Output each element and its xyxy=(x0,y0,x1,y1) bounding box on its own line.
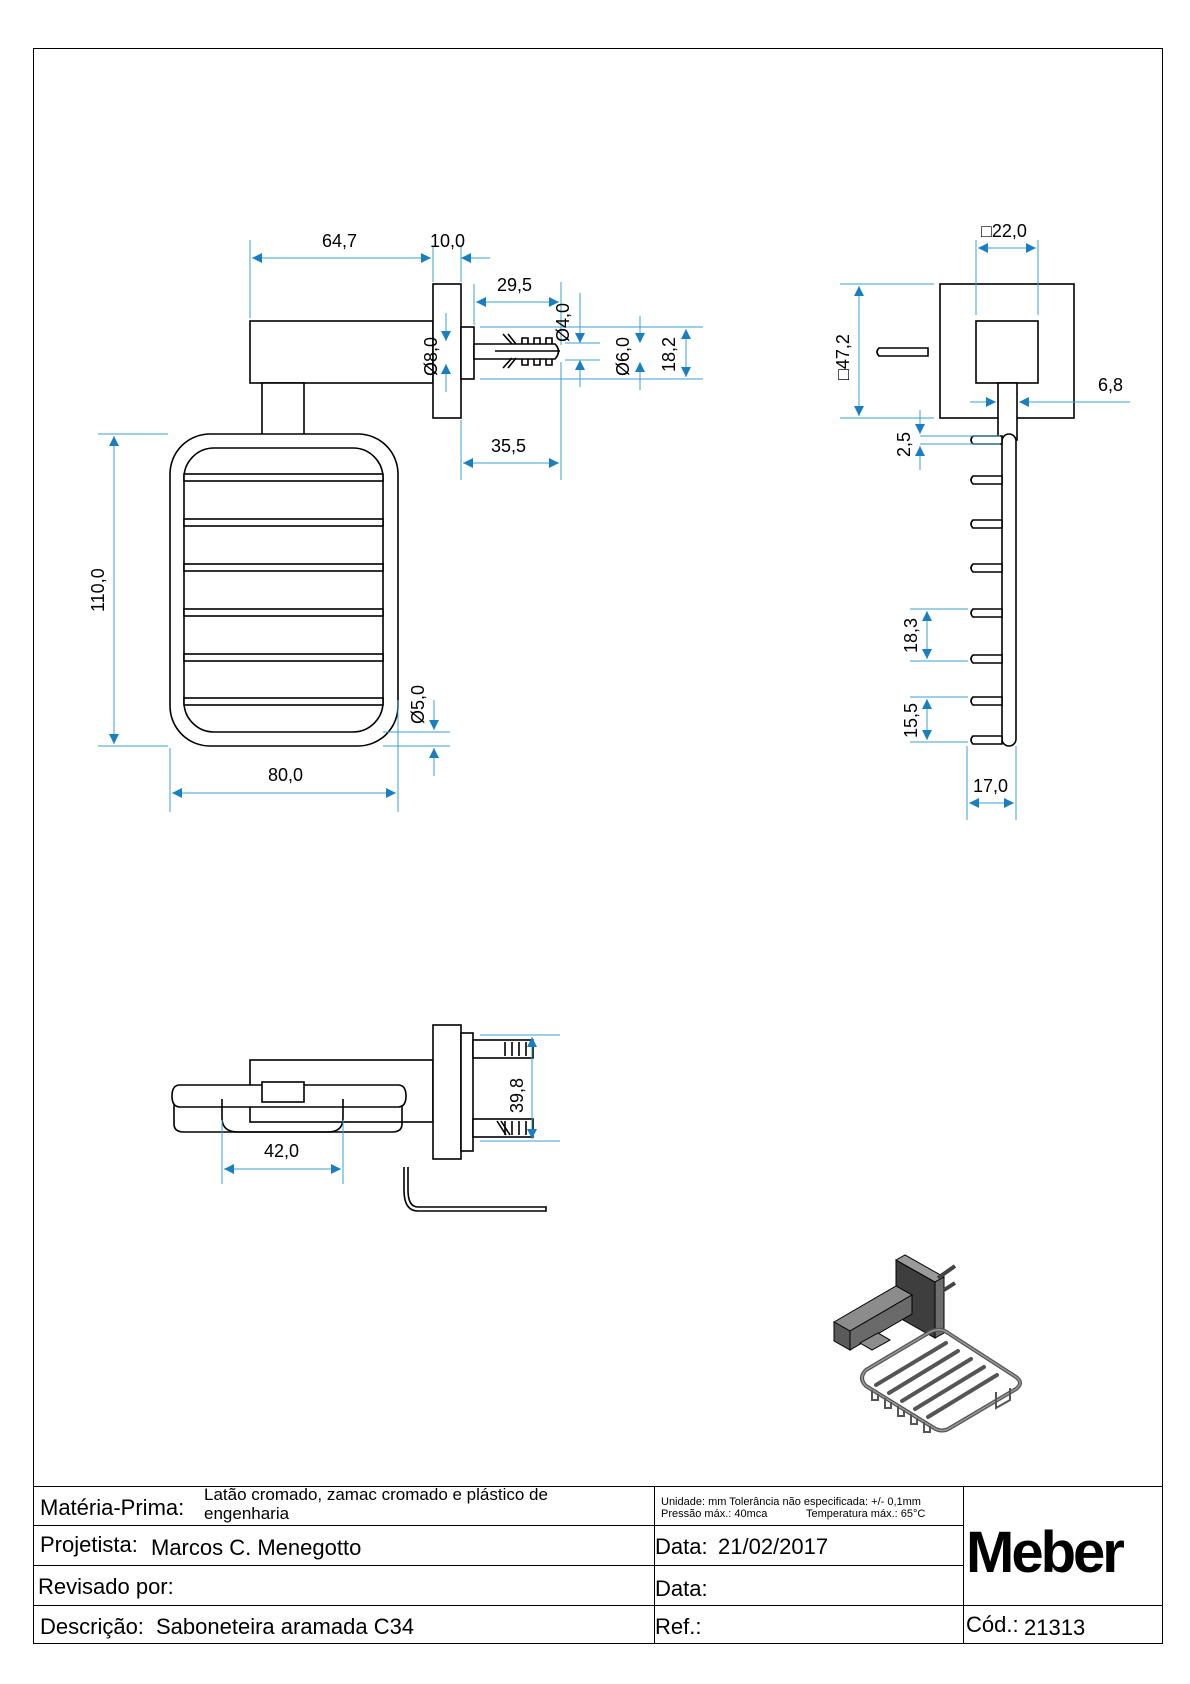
dim-basket-width: 80,0 xyxy=(268,765,303,785)
designer-cell: Projetista: Marcos C. Menegotto xyxy=(33,1525,655,1566)
arm-stem xyxy=(261,382,305,442)
dimension-lines-side xyxy=(840,240,1130,820)
washer xyxy=(460,326,475,380)
dim-hole-spacing: 39,8 xyxy=(507,1078,527,1113)
dim-dowel-diameter: Ø6,0 xyxy=(613,337,633,376)
dim-basket-height: 110,0 xyxy=(88,568,108,612)
dim-flange-offset: 18,2 xyxy=(659,337,679,372)
description-label: Descrição: xyxy=(40,1614,144,1639)
dimension-lines-top xyxy=(221,1034,560,1184)
arm-square xyxy=(975,320,1039,384)
reviewed-label: Revisado por: xyxy=(38,1574,174,1599)
notes-line2-pressure: Pressão máx.: 40mca xyxy=(661,1508,768,1520)
dim-total-dowel-depth: 35,5 xyxy=(491,436,526,456)
top-washer xyxy=(460,1032,474,1152)
dim-arm-length: 64,7 xyxy=(322,231,357,251)
date-label: Data: xyxy=(655,1534,708,1559)
ref-cell: Ref.: xyxy=(654,1605,964,1644)
allen-key xyxy=(403,1167,547,1212)
wall-flange xyxy=(432,283,462,419)
dim-stem-width: 6,8 xyxy=(1098,375,1123,395)
brand-logo: Meber xyxy=(966,1520,1125,1585)
title-block: Matéria-Prima: Latão cromado, zamac crom… xyxy=(33,1486,1163,1644)
review-date-cell: Data: xyxy=(654,1565,964,1606)
dim-hole-diameter-8: Ø8,0 xyxy=(421,337,441,376)
designer-value: Marcos C. Menegotto xyxy=(151,1535,362,1560)
review-date-label: Data: xyxy=(655,1576,708,1601)
dim-flange-square: □47,2 xyxy=(833,334,853,380)
notes-cell: Unidade: mm Tolerância não especificada:… xyxy=(654,1486,964,1526)
ref-label: Ref.: xyxy=(655,1614,702,1639)
top-flange xyxy=(432,1024,462,1160)
designer-label: Projetista: xyxy=(40,1532,138,1557)
dim-rod-gap: 2,5 xyxy=(894,432,914,457)
top-basket-handle xyxy=(221,1099,344,1133)
wall-dowel xyxy=(473,333,560,369)
reviewed-cell: Revisado por: xyxy=(33,1565,655,1606)
dim-rod-spacing-b: 15,5 xyxy=(901,703,921,738)
basket-rods xyxy=(183,473,384,706)
description-value: Saboneteira aramada C34 xyxy=(156,1614,415,1639)
side-rods xyxy=(970,435,1003,745)
top-dowel-upper xyxy=(472,1039,534,1059)
material-value-line2: engenharia xyxy=(204,1504,290,1523)
side-view: □22,0 □47,2 6,8 2,5 18,3 15,5 17,0 xyxy=(833,221,1130,820)
notes-line2-temperature: Temperatura máx.: 65°C xyxy=(806,1508,926,1520)
top-dowel-lower xyxy=(472,1118,534,1138)
allen-key-side xyxy=(876,347,929,357)
code-label: Cód.: xyxy=(966,1612,1019,1637)
material-label: Matéria-Prima: xyxy=(40,1495,185,1520)
dim-dowel-length: 29,5 xyxy=(497,275,532,295)
side-basket-rail xyxy=(1001,433,1017,747)
front-view: 64,7 10,0 29,5 Ø8,0 Ø4,0 Ø6,0 18,2 35,5 … xyxy=(88,231,703,812)
top-dowel-ridges xyxy=(496,1042,527,1136)
dimension-lines-front xyxy=(98,240,703,812)
date-cell: Data: 21/02/2017 xyxy=(654,1525,964,1566)
description-cell: Descrição: Saboneteira aramada C34 xyxy=(33,1605,655,1644)
isometric-view xyxy=(832,1254,1022,1433)
dim-rod-spacing-a: 18,3 xyxy=(901,618,921,653)
arm-body xyxy=(249,320,434,384)
top-view: 42,0 39,8 xyxy=(171,1024,560,1212)
dim-wire-diameter: Ø5,0 xyxy=(408,685,428,724)
top-stem xyxy=(261,1081,305,1103)
notes-line1: Unidade: mm Tolerância não especificada:… xyxy=(661,1496,921,1508)
dim-handle-width: 42,0 xyxy=(264,1141,299,1161)
logo-cell: Meber xyxy=(963,1486,1163,1606)
dim-flange-thickness: 10,0 xyxy=(430,231,465,251)
dim-arm-square: □22,0 xyxy=(981,221,1027,241)
material-cell: Matéria-Prima: Latão cromado, zamac crom… xyxy=(33,1486,655,1526)
side-stem xyxy=(997,382,1018,441)
code-value: 21313 xyxy=(1024,1615,1086,1640)
dim-screw-diameter: Ø4,0 xyxy=(553,303,573,342)
basket-inner-frame xyxy=(183,447,384,733)
code-cell: Cód.: 21313 xyxy=(963,1605,1163,1644)
dim-basket-depth: 17,0 xyxy=(973,776,1008,796)
material-value-line1: Latão cromado, zamac cromado e plástico … xyxy=(204,1485,548,1504)
date-value: 21/02/2017 xyxy=(718,1534,829,1559)
